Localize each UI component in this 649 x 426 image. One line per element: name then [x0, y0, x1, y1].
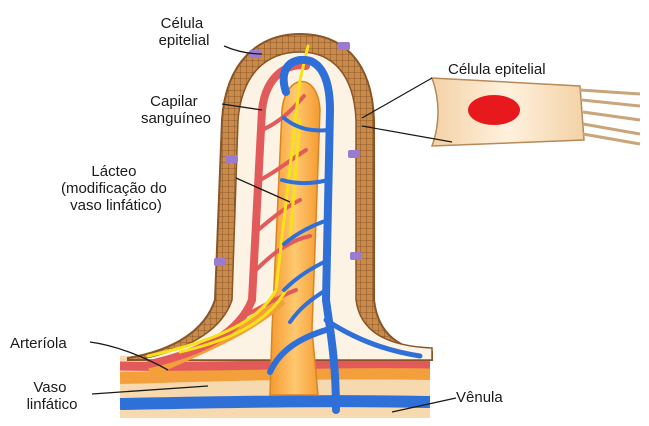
label-capilar: Capilar sanguíneo [141, 93, 211, 127]
label-line: Célula [161, 15, 204, 32]
label-line: linfático [27, 396, 78, 413]
label-line: epitelial [159, 32, 210, 49]
label-line: Lácteo [91, 163, 136, 180]
label-arteriola: Arteríola [10, 335, 67, 352]
microvilli [580, 90, 640, 144]
label-line: sanguíneo [141, 110, 211, 127]
goblet-cell [338, 42, 350, 50]
magnified-cell [362, 78, 640, 146]
label-venula: Vênula [456, 389, 503, 406]
goblet-cell [348, 150, 360, 158]
label-vaso-linfatico: Vaso linfático [27, 379, 78, 413]
label-line: Capilar [150, 93, 198, 110]
nucleus [468, 95, 520, 125]
label-line: vaso linfático) [70, 197, 162, 214]
goblet-cell [214, 258, 226, 266]
venule-base [120, 401, 430, 404]
label-lacteo: Lácteo (modificação do vaso linfático) [61, 163, 171, 214]
goblet-cell [226, 155, 238, 163]
label-line: Vaso [33, 379, 66, 396]
goblet-cell [350, 252, 362, 260]
label-celula-epitelial-top: Célula epitelial [159, 15, 210, 49]
label-line: (modificação do [61, 180, 167, 197]
label-celula-epitelial-right: Célula epitelial [448, 61, 546, 78]
